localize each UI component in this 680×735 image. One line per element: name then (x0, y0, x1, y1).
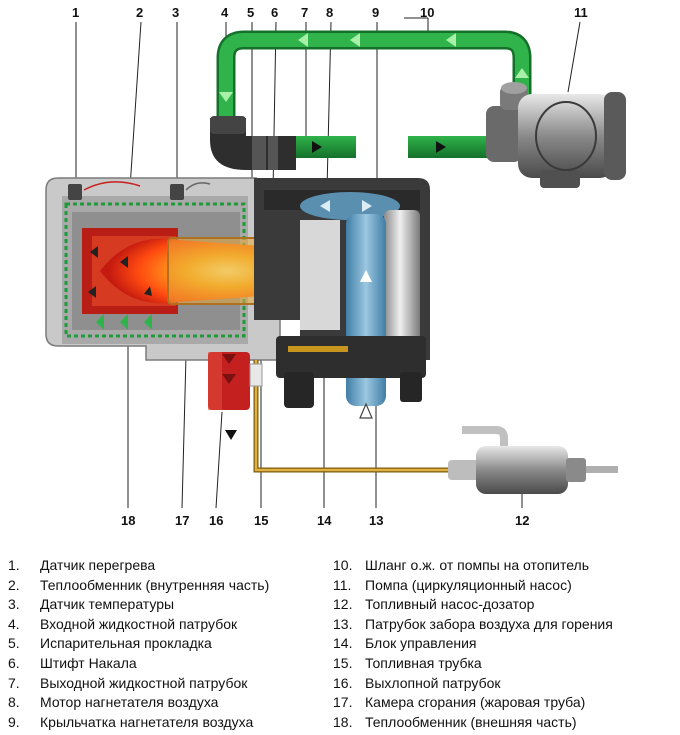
legend-item: 8.Мотор нагнетателя воздуха (8, 694, 219, 711)
legend-item: 9.Крыльчатка нагнетателя воздуха (8, 713, 254, 730)
air-intake-tube (346, 214, 386, 419)
fuel-dosing-pump (448, 426, 618, 494)
callout-2: 2 (136, 5, 143, 20)
coolant-inlet-elbow (210, 116, 296, 170)
callout-1: 1 (72, 5, 79, 20)
fuel-line (249, 360, 448, 473)
callout-10: 10 (420, 5, 434, 20)
legend-item: 4.Входной жидкостной патрубок (8, 615, 238, 632)
callout-9: 9 (372, 5, 379, 20)
legend-item: 2.Теплообменник (внутренняя часть) (8, 576, 270, 593)
outlet-coolant-pipe (278, 136, 488, 158)
legend-item: 3.Датчик температуры (8, 596, 175, 613)
callout-7: 7 (301, 5, 308, 20)
legend-item: 14.Блок управления (333, 635, 477, 652)
legend-item: 6.Штифт Накала (8, 654, 137, 671)
circulation-pump (486, 82, 626, 188)
callout-5: 5 (247, 5, 254, 20)
legend-item: 11.Помпа (циркуляционный насос) (333, 576, 572, 593)
heater-cutaway-diagram: 1 2 3 4 5 6 7 8 9 10 11 12 13 14 15 16 1… (45, 5, 626, 528)
legend-left-column: 1.Датчик перегрева 2.Теплообменник (внут… (8, 556, 269, 732)
exhaust-pipe (208, 352, 250, 440)
legend-item: 15.Топливная трубка (333, 654, 482, 671)
callout-12: 12 (515, 513, 529, 528)
callout-4: 4 (221, 5, 229, 20)
callout-6: 6 (271, 5, 278, 20)
callout-11: 11 (574, 5, 588, 20)
legend-item: 1.Датчик перегрева (8, 557, 156, 573)
callout-13: 13 (369, 513, 383, 528)
legend-item: 5.Испарительная прокладка (8, 635, 212, 652)
callout-numbers: 1 2 3 4 5 6 7 8 9 10 11 12 13 14 15 16 1… (72, 5, 588, 528)
callout-8: 8 (326, 5, 333, 20)
callout-14: 14 (317, 513, 332, 528)
callout-3: 3 (172, 5, 179, 20)
callout-16: 16 (209, 513, 223, 528)
legend-right-column: 10.Шланг о.ж. от помпы на отопитель 11.П… (333, 556, 613, 732)
legend-item: 13.Патрубок забора воздуха для горения (333, 615, 613, 632)
legend-item: 16.Выхлопной патрубок (333, 674, 501, 691)
callout-18: 18 (121, 513, 135, 528)
legend-item: 10.Шланг о.ж. от помпы на отопитель (333, 557, 590, 573)
heat-exchanger-body (45, 177, 281, 361)
legend-item: 12.Топливный насос-дозатор (333, 596, 535, 613)
legend-item: 18.Теплообменник (внешняя часть) (333, 713, 577, 730)
callout-17: 17 (175, 513, 189, 528)
legend-item: 7.Выходной жидкостной патрубок (8, 674, 248, 691)
legend-item: 17.Камера сгорания (жаровая труба) (333, 694, 586, 711)
control-unit (276, 336, 426, 408)
coolant-hose (216, 30, 532, 125)
callout-15: 15 (254, 513, 268, 528)
